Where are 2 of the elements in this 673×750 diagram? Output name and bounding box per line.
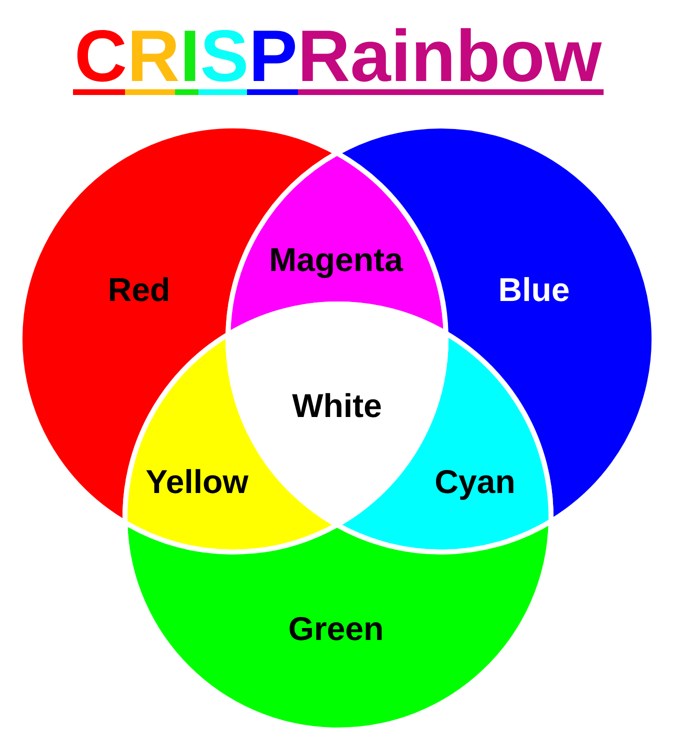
title: CRISPRainbow [77, 28, 602, 82]
circle-region: Green [122, 518, 554, 732]
